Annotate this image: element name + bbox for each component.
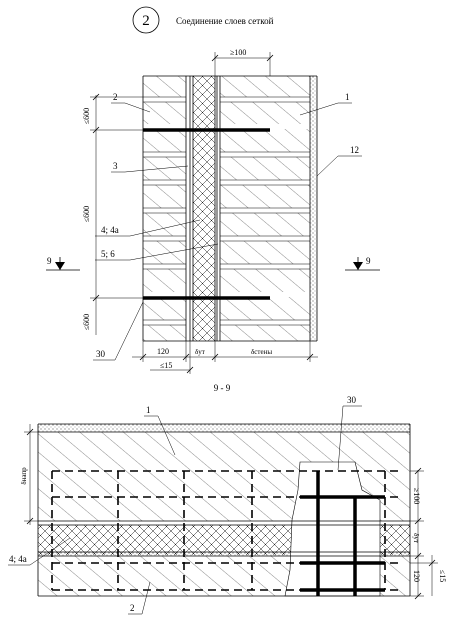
dim-offset: ≤15 bbox=[160, 361, 172, 370]
section-mortar-2 bbox=[38, 552, 410, 556]
insulation-layer bbox=[193, 76, 215, 341]
joint-lines bbox=[143, 96, 310, 326]
mortar-joints bbox=[143, 97, 310, 325]
callout-30: 30 bbox=[96, 349, 106, 359]
callout-5-6: 5; 6 bbox=[101, 249, 115, 259]
plaster-layer-12 bbox=[310, 76, 317, 341]
dimension-overlap-top: ≥100 bbox=[211, 48, 274, 76]
mesh-gap-left bbox=[186, 76, 193, 341]
header: 2 Соединение слоев сеткой bbox=[132, 6, 274, 34]
callout-4-4a: 4; 4а bbox=[101, 225, 119, 235]
dimension-outer-thickness: δнапр bbox=[20, 424, 38, 525]
detail-title: Соединение слоев сеткой bbox=[176, 16, 274, 26]
section-callout-4-4a: 4; 4а bbox=[9, 554, 27, 564]
svg-text:9: 9 bbox=[366, 256, 371, 266]
section-outlines bbox=[37, 423, 411, 597]
section-mortar-1 bbox=[38, 521, 410, 525]
dim-spacing-top: ≤600 bbox=[82, 108, 91, 124]
callout-3: 3 bbox=[113, 161, 118, 171]
dimension-layers-bottom: 120 δут δстены ≤15 bbox=[132, 341, 318, 374]
reinforcing-mesh-elevation bbox=[143, 76, 270, 341]
svg-text:9: 9 bbox=[47, 256, 52, 266]
section-view: 9 - 9 bbox=[8, 383, 447, 615]
dim-spacing-bottom: ≤600 bbox=[82, 314, 91, 330]
dim-overlap-top: ≥100 bbox=[230, 48, 246, 57]
dim-spacing-middle: ≤600 bbox=[82, 206, 91, 222]
dim-offset-section: ≤15 bbox=[438, 570, 447, 582]
dim-outer: δнапр bbox=[20, 467, 28, 485]
section-callout-2: 2 bbox=[130, 603, 135, 613]
dim-wall: δстены bbox=[251, 348, 272, 356]
dim-insulation: δут bbox=[195, 348, 205, 356]
elevation-view: ≥100 ≤600 ≤600 ≤600 9 9 bbox=[46, 48, 380, 374]
detail-number: 2 bbox=[142, 13, 150, 29]
detail-number-circle bbox=[132, 6, 160, 34]
callout-2: 2 bbox=[113, 92, 118, 102]
section-mark-left: 9 bbox=[46, 256, 80, 271]
callouts-elevation: 2 1 3 12 4; 4а 5; 6 30 bbox=[93, 92, 362, 361]
dimension-section-right: ≥100 δут 120 ≤15 bbox=[410, 467, 447, 600]
dim-overlap-section: ≥100 bbox=[412, 488, 421, 504]
mesh-gap-right bbox=[215, 76, 220, 341]
reinforcing-mesh-section bbox=[51, 470, 400, 596]
dim-masonry-120: 120 bbox=[157, 347, 169, 356]
callout-1: 1 bbox=[345, 92, 350, 102]
callouts-section: 1 30 4; 4а 2 bbox=[8, 395, 362, 615]
callout-12: 12 bbox=[350, 145, 359, 155]
section-title: 9 - 9 bbox=[214, 383, 231, 393]
section-callout-1: 1 bbox=[146, 405, 151, 415]
dim-inner-section: 120 bbox=[412, 570, 421, 582]
dim-insulation-section: δут bbox=[412, 533, 420, 543]
section-plaster bbox=[38, 424, 410, 432]
section-callout-30: 30 bbox=[347, 395, 357, 405]
section-mark-right: 9 bbox=[345, 256, 380, 271]
dimension-spacing-chain: ≤600 ≤600 ≤600 bbox=[82, 93, 143, 335]
